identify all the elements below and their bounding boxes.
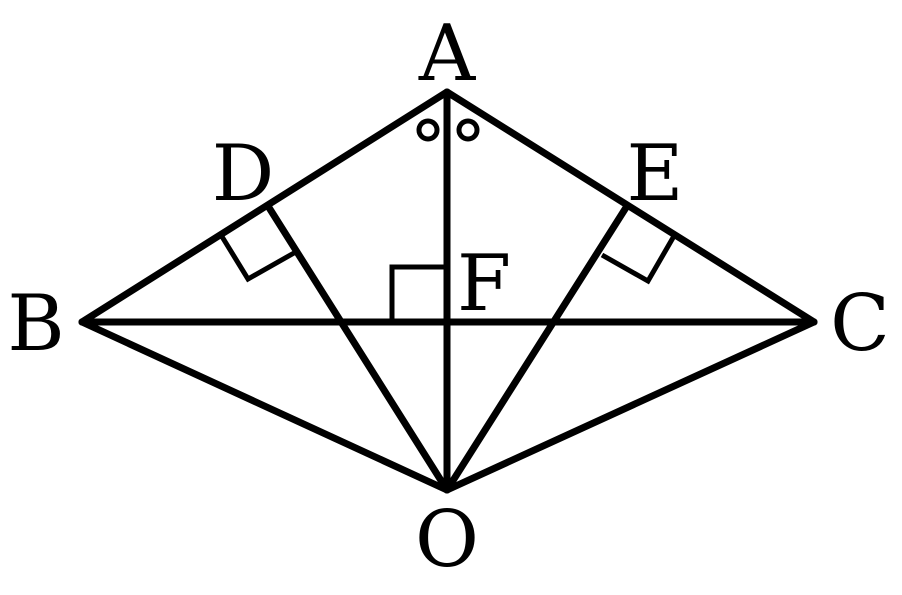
right-angle-mark-F: [389, 264, 446, 322]
segment-AC: [443, 88, 818, 326]
label-A: A: [418, 9, 477, 99]
label-D: D: [212, 129, 275, 219]
label-C: C: [830, 279, 890, 369]
label-B: B: [7, 279, 64, 369]
segment-CO: [443, 318, 818, 494]
right-angle-mark-D: [218, 233, 296, 283]
segment-EO: [443, 202, 631, 494]
segment-AB: [78, 88, 451, 326]
angle-mark-CAO: [456, 118, 480, 142]
angle-mark-BAO: [416, 118, 440, 142]
segment-BO: [78, 318, 451, 494]
label-O: O: [415, 495, 479, 585]
label-F: F: [457, 239, 511, 329]
label-E: E: [627, 129, 684, 219]
right-angle-mark-E: [600, 234, 677, 285]
segment-DO: [264, 202, 451, 494]
